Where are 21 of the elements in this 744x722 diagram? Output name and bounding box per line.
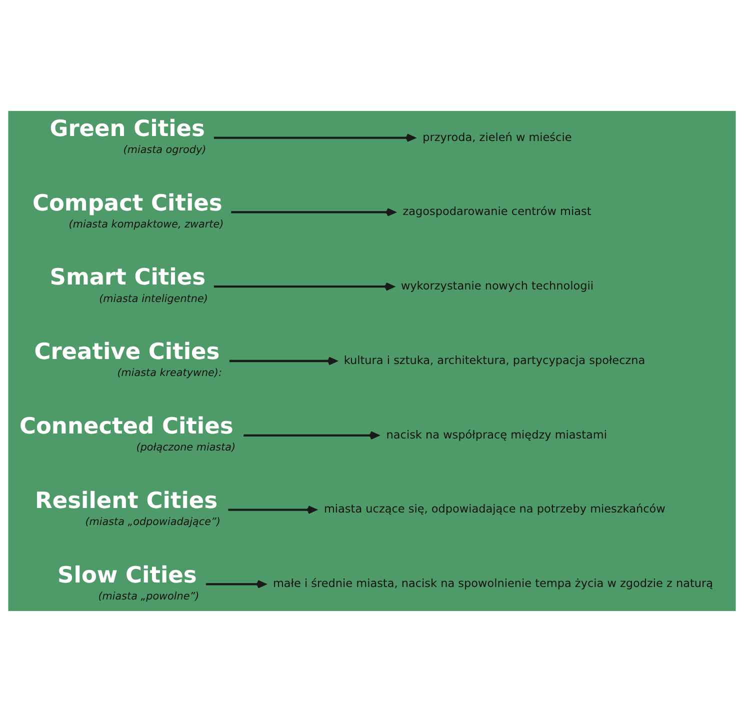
node-text: wykorzystanie nowych technologii [400, 280, 594, 293]
node-text: małe i średnie miasta, nacisk na spowolnienie tempa życia w zgodzie z naturą [272, 577, 714, 590]
node-text: Smart Cities (miasta inteligentne) [50, 264, 208, 305]
node-text: Connected Cities (połączone miasta) [19, 413, 236, 454]
arrow [229, 356, 337, 366]
node-text: przyroda, zieleń w mieście [422, 130, 572, 144]
node-text: Creative Cities (miasta kreatywne): [34, 339, 222, 380]
arrow [206, 580, 266, 588]
node-text: Slow Cities (miasta „powolne”) [58, 562, 200, 602]
node-text: kultura i sztuka, architektura, partycypacja społeczna [344, 354, 646, 367]
node-text: zagospodarowanie centrów miast [402, 205, 592, 218]
arrow [231, 208, 396, 216]
node-text: nacisk na współpracę między miastami [386, 428, 608, 442]
node-text: Green Cities (miasta ogrody) [50, 116, 206, 156]
node-text: miasta uczące się, odpowiadające na potrzeby mieszkańców [324, 502, 666, 516]
arrow [214, 282, 394, 291]
arrow [244, 431, 379, 440]
arrow [214, 134, 416, 142]
node-text: Compact Cities (miasta kompaktowe, zwarte) [32, 190, 224, 230]
arrow [228, 506, 316, 514]
node-text: Resilent Cities (miasta „odpowiadające”) [35, 488, 220, 528]
